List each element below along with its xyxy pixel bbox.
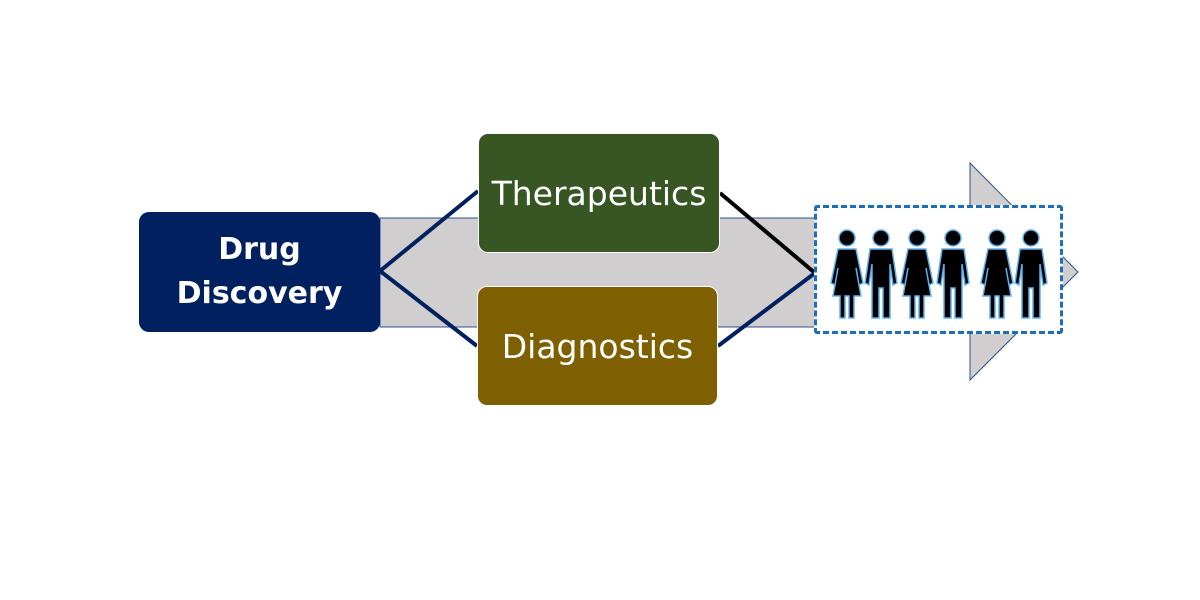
drug-discovery-label-line1: Drug (218, 232, 301, 267)
drug-discovery-box: Drug Discovery (139, 212, 380, 332)
person-male-icon (864, 229, 898, 319)
person-female-icon (980, 229, 1014, 319)
connector-drug-to-therapeutics (378, 189, 480, 273)
person-male-icon (936, 229, 970, 319)
connector-drug-to-diagnostics (378, 269, 479, 348)
diagnostics-label: Diagnostics (501, 326, 694, 366)
person-female-icon (900, 229, 934, 319)
connector-diagnostics-to-people (716, 271, 817, 348)
people-holding-hands-icon (830, 229, 1048, 319)
person-male-icon (1014, 229, 1048, 319)
therapeutics-box: Therapeutics (478, 133, 720, 253)
connector-therapeutics-to-people (718, 191, 817, 275)
patients-box (814, 205, 1063, 334)
person-female-icon (830, 229, 864, 319)
drug-discovery-label-line2: Discovery (176, 276, 343, 311)
therapeutics-label: Therapeutics (491, 173, 707, 213)
diagnostics-box: Diagnostics (477, 286, 718, 406)
